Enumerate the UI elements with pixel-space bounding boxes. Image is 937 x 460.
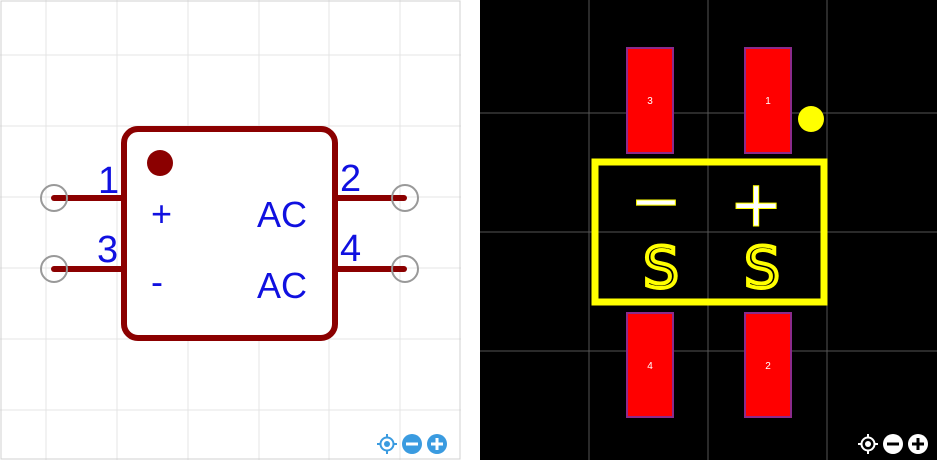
pad-3[interactable]	[626, 47, 674, 154]
pin-label-ac-top: AC	[257, 194, 307, 235]
pad-1[interactable]	[744, 47, 792, 154]
locate-icon[interactable]	[376, 433, 398, 455]
schematic-canvas: 1 3 2 4 + - AC AC	[0, 0, 461, 460]
zoom-in-icon[interactable]	[907, 433, 929, 455]
zoom-in-icon[interactable]	[426, 433, 448, 455]
pin1-marker-dot	[147, 150, 173, 176]
pin-number-4: 4	[340, 228, 361, 270]
pcb-view[interactable]: 3 1 4 2 − + S S	[480, 0, 937, 460]
pin-3-endpoint[interactable]	[40, 255, 68, 283]
zoom-out-icon[interactable]	[401, 433, 423, 455]
pin-4-endpoint[interactable]	[391, 255, 419, 283]
pin-1-endpoint[interactable]	[40, 184, 68, 212]
pcb-canvas: 3 1 4 2 − + S S	[480, 0, 937, 460]
schematic-view[interactable]: 1 3 2 4 + - AC AC	[0, 0, 461, 460]
pad-4[interactable]	[626, 312, 674, 418]
pin-number-3: 3	[97, 229, 118, 271]
panel-divider	[461, 0, 480, 460]
silk-s-left: S	[643, 236, 679, 301]
silkscreen-outline	[591, 158, 828, 306]
pin-number-1: 1	[98, 160, 119, 202]
locate-icon[interactable]	[857, 433, 879, 455]
silk-plus: +	[729, 168, 783, 242]
pin-number-2: 2	[340, 158, 361, 200]
component-body[interactable]	[121, 126, 338, 341]
schematic-zoom-controls	[376, 433, 448, 455]
pin-label-minus: -	[151, 261, 163, 302]
silk-minus: −	[630, 164, 682, 237]
pad-1-number: 1	[765, 96, 771, 107]
zoom-out-icon[interactable]	[882, 433, 904, 455]
pcb-pin1-marker	[798, 106, 824, 132]
silk-s-right: S	[744, 236, 780, 301]
pad-4-number: 4	[647, 361, 653, 372]
pin-label-ac-bottom: AC	[257, 265, 307, 306]
pin-label-plus: +	[151, 193, 172, 234]
pad-2[interactable]	[744, 312, 792, 418]
pad-3-number: 3	[647, 96, 653, 107]
pcb-zoom-controls	[857, 433, 929, 455]
pin-2-endpoint[interactable]	[391, 184, 419, 212]
pad-2-number: 2	[765, 361, 771, 372]
